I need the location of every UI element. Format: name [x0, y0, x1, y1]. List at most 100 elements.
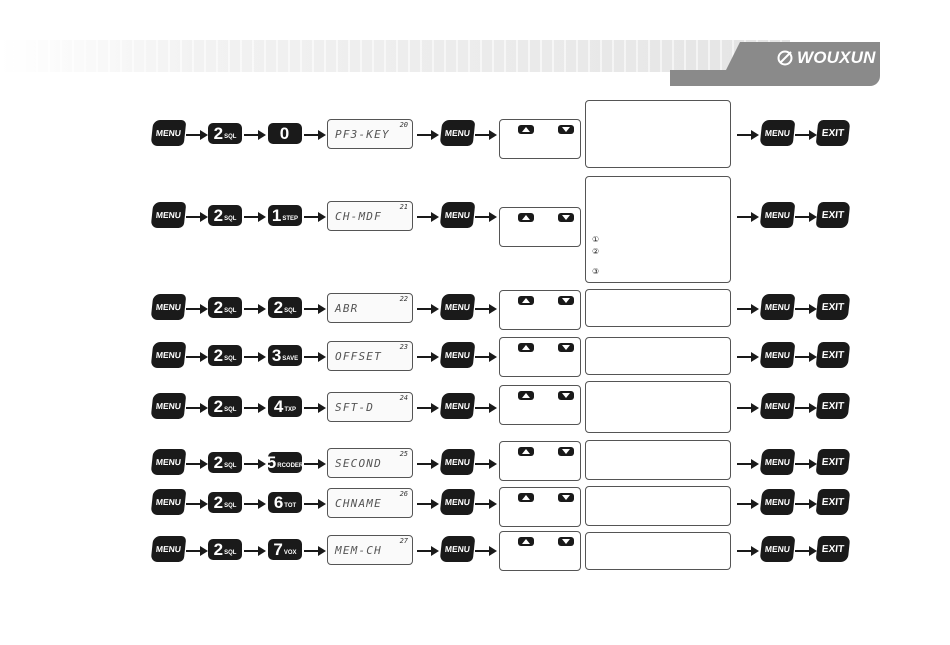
down-arrow-key-icon[interactable] [558, 447, 574, 456]
menu-key[interactable]: MENU [759, 342, 796, 368]
menu-key[interactable]: MENU [759, 120, 796, 146]
down-arrow-key-icon[interactable] [558, 296, 574, 305]
down-arrow-key-icon[interactable] [558, 343, 574, 352]
exit-key[interactable]: EXIT [815, 536, 851, 562]
down-arrow-key-icon[interactable] [558, 125, 574, 134]
menu-key[interactable]: MENU [439, 342, 476, 368]
right-arrow-icon [795, 212, 817, 222]
exit-key[interactable]: EXIT [815, 120, 851, 146]
right-arrow-icon [304, 459, 326, 469]
header-stripes [0, 40, 790, 72]
exit-key[interactable]: EXIT [815, 489, 851, 515]
exit-key[interactable]: EXIT [815, 449, 851, 475]
menu-key[interactable]: MENU [150, 393, 187, 419]
key-sublabel: TOT [284, 503, 297, 509]
key-number: 2 [213, 298, 224, 317]
lcd-menu-number: 26 [399, 490, 408, 498]
right-arrow-icon [244, 546, 266, 556]
menu-key[interactable]: MENU [439, 393, 476, 419]
up-down-selector[interactable] [499, 385, 581, 425]
right-arrow-icon [737, 403, 759, 413]
menu-key[interactable]: MENU [759, 489, 796, 515]
up-down-selector[interactable] [499, 487, 581, 527]
up-arrow-key-icon[interactable] [518, 391, 534, 400]
exit-key[interactable]: EXIT [815, 202, 851, 228]
menu-key[interactable]: MENU [150, 489, 187, 515]
up-arrow-key-icon[interactable] [518, 493, 534, 502]
menu-key[interactable]: MENU [439, 202, 476, 228]
down-arrow-key-icon[interactable] [558, 391, 574, 400]
up-arrow-key-icon[interactable] [518, 537, 534, 546]
menu-key[interactable]: MENU [150, 342, 187, 368]
right-arrow-icon [737, 212, 759, 222]
up-down-selector[interactable] [499, 119, 581, 159]
up-down-selector[interactable] [499, 337, 581, 377]
menu-key[interactable]: MENU [150, 536, 187, 562]
down-arrow-key-icon[interactable] [558, 537, 574, 546]
menu-key[interactable]: MENU [439, 536, 476, 562]
up-down-selector[interactable] [499, 290, 581, 330]
key-number: 2 [213, 124, 224, 143]
right-arrow-icon [475, 403, 497, 413]
lcd-menu-number: 27 [399, 537, 408, 545]
right-arrow-icon [795, 459, 817, 469]
down-arrow-key-icon[interactable] [558, 213, 574, 222]
up-down-selector[interactable] [499, 207, 581, 247]
down-arrow-key-icon[interactable] [558, 493, 574, 502]
menu-key[interactable]: MENU [759, 202, 796, 228]
menu-key[interactable]: MENU [439, 489, 476, 515]
right-arrow-icon [244, 212, 266, 222]
exit-key[interactable]: EXIT [815, 393, 851, 419]
menu-key[interactable]: MENU [759, 449, 796, 475]
right-arrow-icon [304, 130, 326, 140]
menu-key[interactable]: MENU [439, 294, 476, 320]
exit-key[interactable]: EXIT [815, 294, 851, 320]
key-number: 5 [266, 453, 277, 472]
right-arrow-icon [304, 352, 326, 362]
key-sublabel: STEP [282, 216, 299, 222]
menu-key[interactable]: MENU [439, 449, 476, 475]
key-number: 2 [213, 397, 224, 416]
up-down-selector[interactable] [499, 441, 581, 481]
menu-key[interactable]: MENU [759, 393, 796, 419]
menu-key[interactable]: MENU [759, 536, 796, 562]
key-0[interactable]: 0 [268, 123, 302, 144]
menu-key[interactable]: MENU [150, 449, 187, 475]
key-number: 2 [213, 346, 224, 365]
menu-key[interactable]: MENU [150, 294, 187, 320]
menu-key[interactable]: MENU [150, 202, 187, 228]
up-arrow-key-icon[interactable] [518, 343, 534, 352]
menu-key[interactable]: MENU [759, 294, 796, 320]
lcd-menu-name: SFT-D [335, 401, 375, 414]
menu-key[interactable]: MENU [439, 120, 476, 146]
key-number: 0 [279, 124, 290, 143]
right-arrow-icon [795, 403, 817, 413]
lcd-menu-number: 25 [399, 450, 408, 458]
up-down-selector[interactable] [499, 531, 581, 571]
up-arrow-key-icon[interactable] [518, 447, 534, 456]
up-arrow-key-icon[interactable] [518, 213, 534, 222]
up-arrow-key-icon[interactable] [518, 125, 534, 134]
description-box [585, 337, 731, 375]
up-arrow-key-icon[interactable] [518, 296, 534, 305]
exit-key[interactable]: EXIT [815, 342, 851, 368]
description-box [585, 532, 731, 570]
key-sublabel: SQL [224, 503, 237, 509]
menu-key[interactable]: MENU [150, 120, 187, 146]
